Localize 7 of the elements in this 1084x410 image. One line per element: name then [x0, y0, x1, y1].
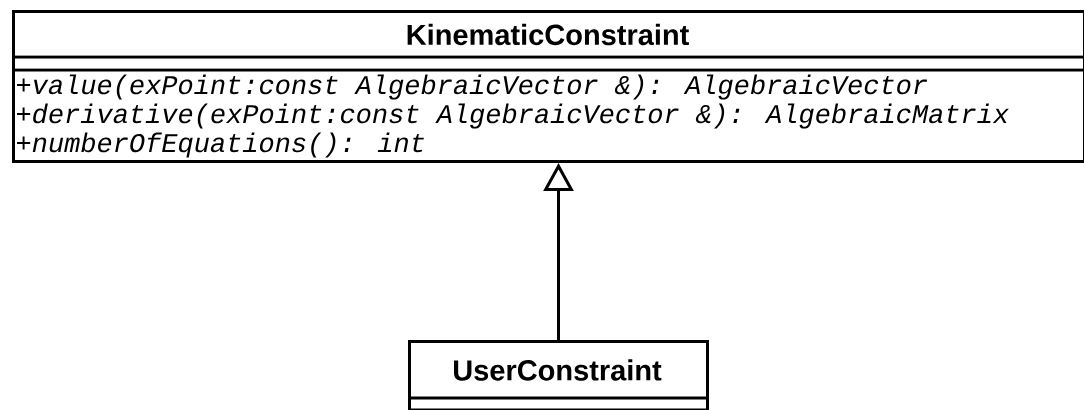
- method-signature: +numberOfEquations(): int: [17, 132, 424, 158]
- class-name: KinematicConstraint: [407, 23, 689, 46]
- class-name: UserConstraint: [454, 359, 662, 381]
- class-box: [408, 340, 709, 410]
- method-signature: +derivative(exPoint:const AlgebraicVector &): AlgebraicMatrix: [17, 103, 1009, 129]
- class-box: [12, 10, 1084, 163]
- method-signature: +value(exPoint:const AlgebraicVector &): AlgebraicVector: [17, 74, 928, 100]
